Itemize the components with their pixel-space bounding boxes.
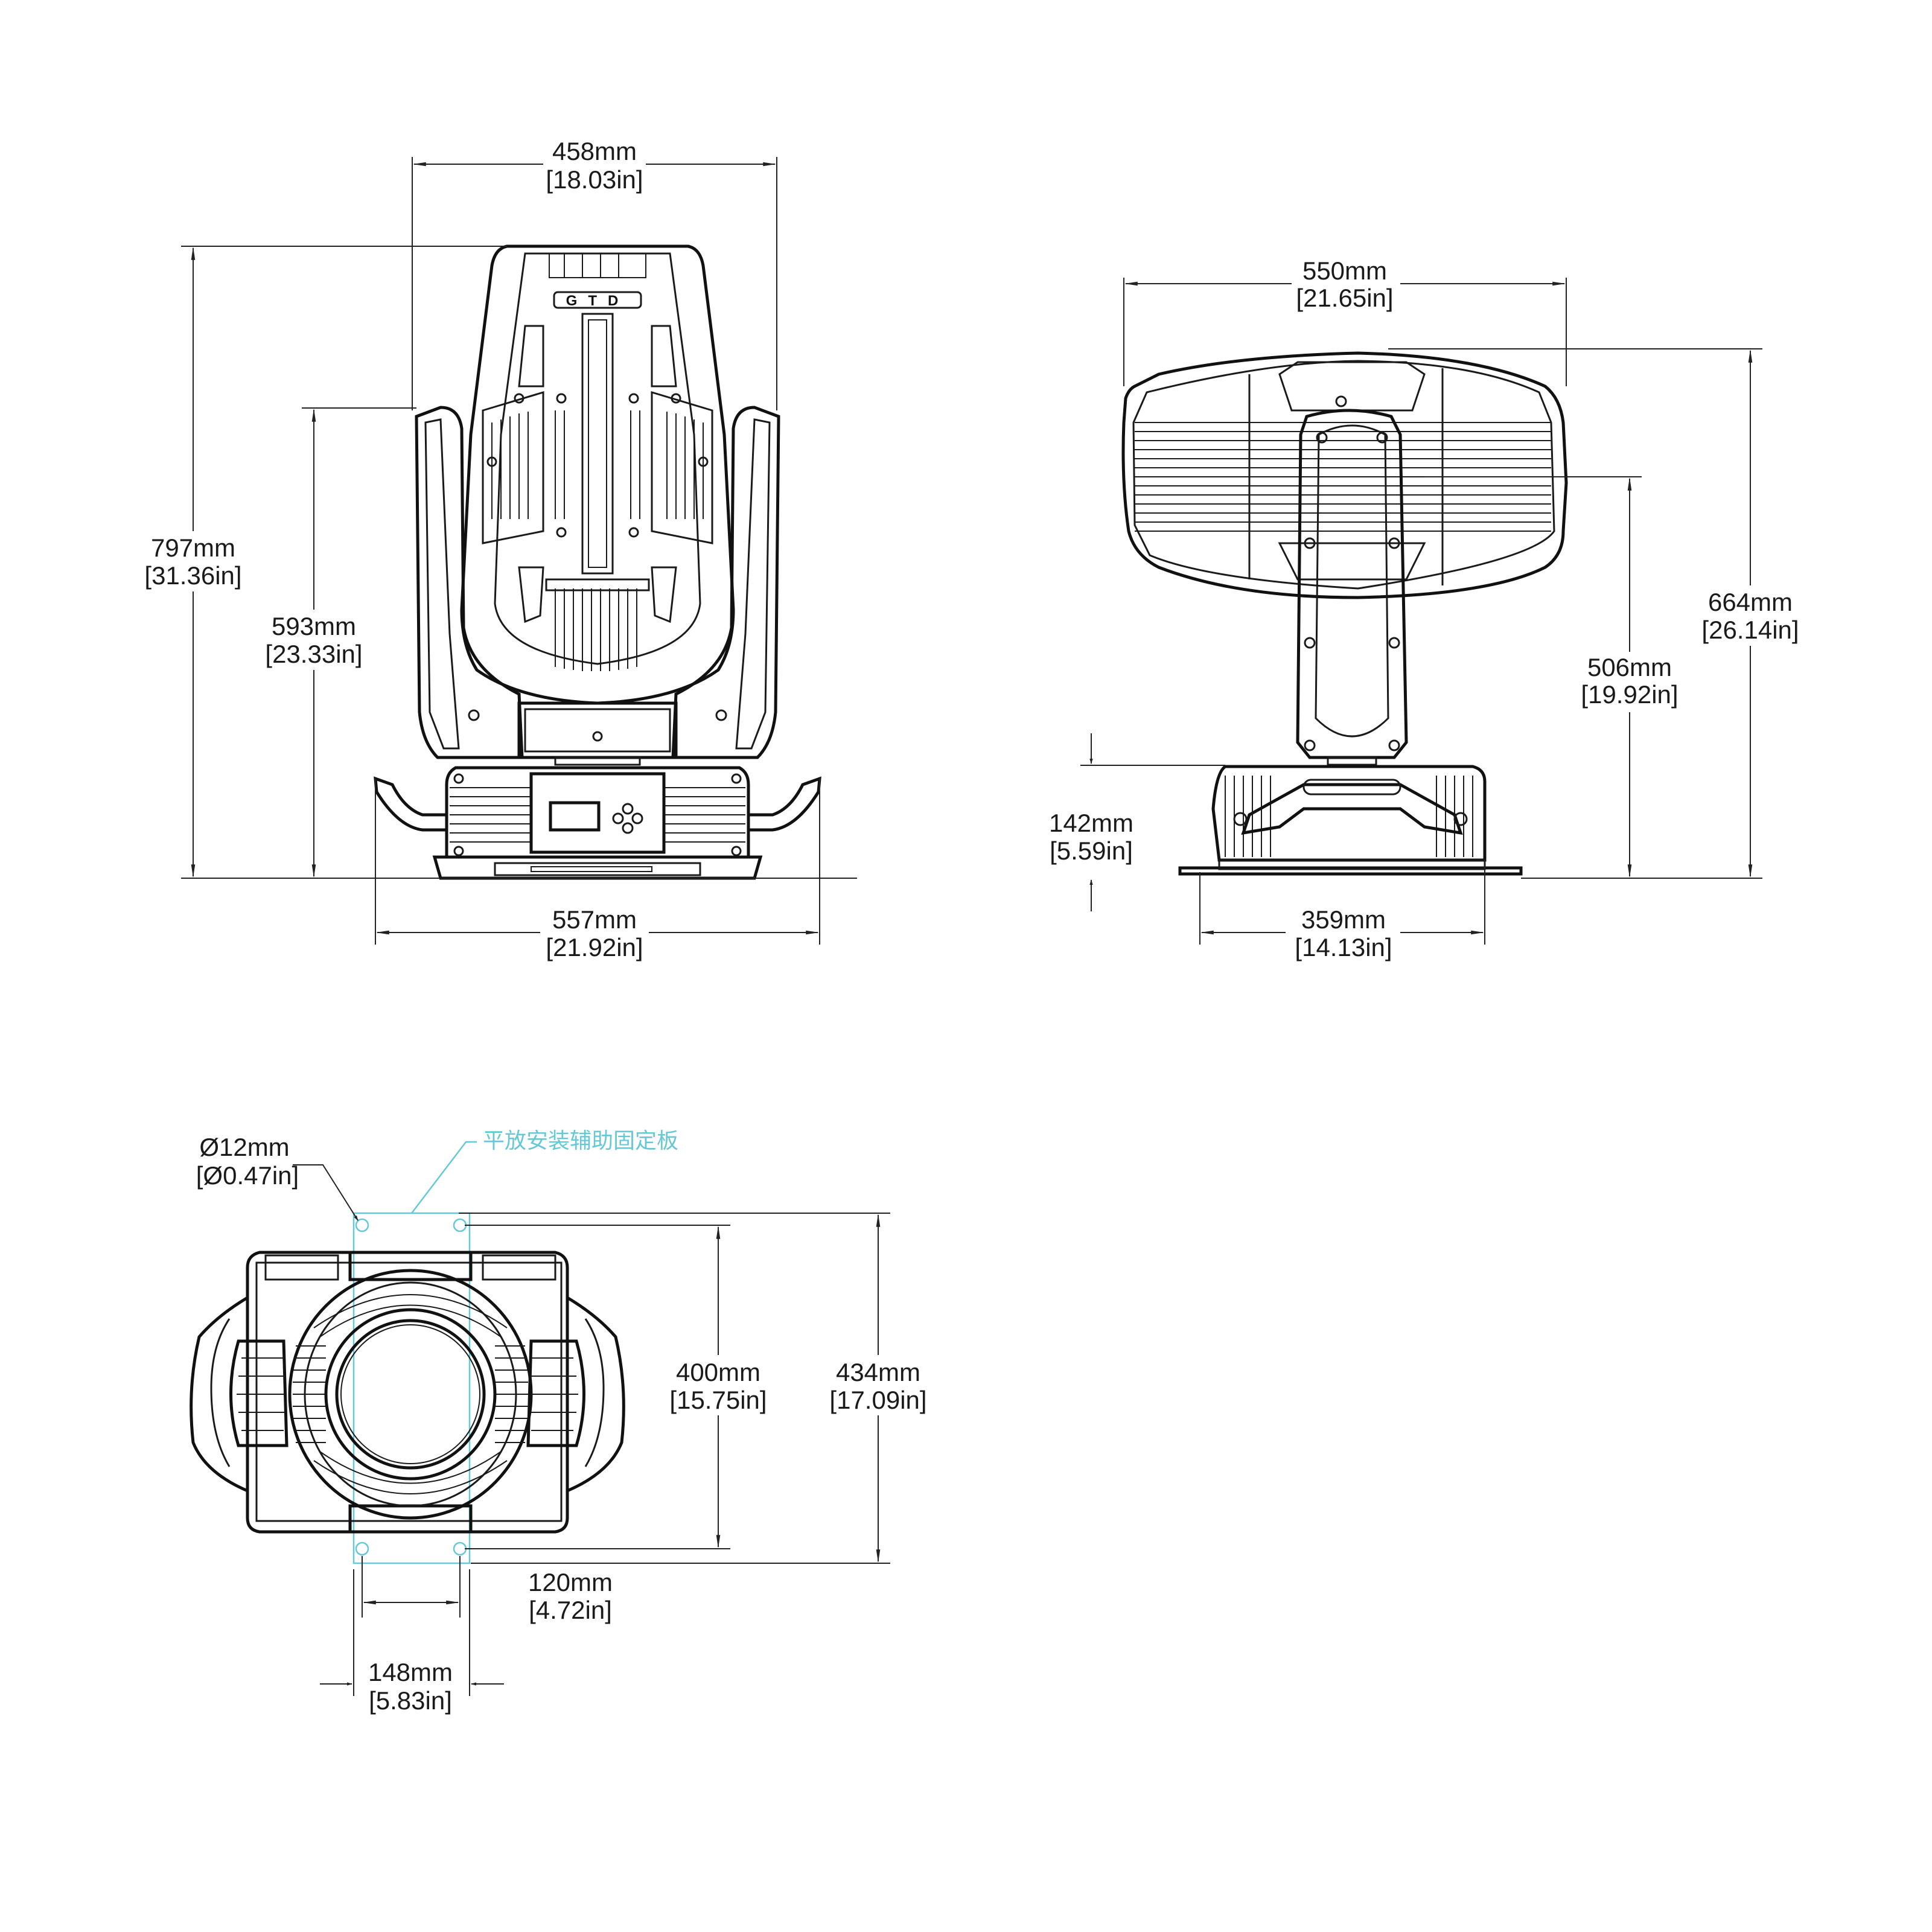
side-base-length-mm: 359mm	[1301, 905, 1386, 934]
side-base-length-in: [14.13in]	[1295, 933, 1392, 961]
side-tilt-axis-mm: 506mm	[1587, 653, 1672, 681]
side-base-height-mm: 142mm	[1049, 809, 1133, 837]
front-total-height-in: [31.36in]	[144, 561, 241, 590]
top-view	[190, 1212, 625, 1564]
plate-width-in: [5.83in]	[369, 1686, 452, 1715]
side-dimensions: 550mm [21.65in] 664mm [26.14in] 506mm [1…	[1049, 253, 1811, 963]
front-base-width-mm: 557mm	[552, 905, 637, 934]
front-right-arm	[671, 406, 780, 759]
front-head-outline	[460, 244, 735, 705]
front-base-width-in: [21.92in]	[546, 933, 643, 961]
front-arm-height-mm: 593mm	[272, 612, 356, 640]
top-lens	[324, 1308, 497, 1481]
side-base-height-in: [5.59in]	[1050, 837, 1133, 865]
front-logo: GTD	[566, 293, 630, 309]
side-total-height-mm: 664mm	[1708, 588, 1793, 616]
side-view	[1121, 351, 1568, 876]
side-head-length-in: [21.65in]	[1296, 284, 1393, 312]
total-depth-mm: 434mm	[836, 1358, 920, 1386]
hole-spacing-y-in: [15.75in]	[669, 1386, 767, 1414]
top-body-outline	[246, 1251, 569, 1534]
hole-spacing-x-in: [4.72in]	[529, 1596, 612, 1624]
hole-spacing-y-mm: 400mm	[676, 1358, 760, 1386]
front-total-height-mm: 797mm	[151, 534, 235, 562]
hole-diameter-mm: Ø12mm	[199, 1133, 289, 1161]
front-display	[549, 801, 601, 832]
top-dimensions: Ø12mm [Ø0.47in] 平放安装辅助固定板 400mm [15.75in…	[196, 1128, 939, 1715]
side-head-length-mm: 550mm	[1302, 257, 1387, 285]
total-depth-in: [17.09in]	[829, 1386, 926, 1414]
front-top-width-mm: 458mm	[552, 137, 637, 165]
hole-diameter-in: [Ø0.47in]	[196, 1161, 299, 1190]
mounting-plate-label: 平放安装辅助固定板	[483, 1128, 678, 1153]
hole-spacing-x-mm: 120mm	[528, 1568, 613, 1596]
side-total-height-in: [26.14in]	[1701, 616, 1799, 644]
side-tilt-axis-in: [19.92in]	[1581, 680, 1678, 709]
front-left-arm	[415, 406, 524, 759]
front-dimensions: 458mm [18.03in] 797mm [31.36in] 593mm [2…	[136, 136, 857, 963]
front-left-handle	[374, 776, 447, 832]
plate-width-mm: 148mm	[368, 1658, 453, 1686]
front-top-width-in: [18.03in]	[546, 165, 643, 194]
front-view: GTD	[374, 244, 821, 880]
side-head-outline	[1121, 351, 1568, 599]
front-arm-height-in: [23.33in]	[265, 640, 362, 668]
front-right-handle	[748, 776, 821, 832]
